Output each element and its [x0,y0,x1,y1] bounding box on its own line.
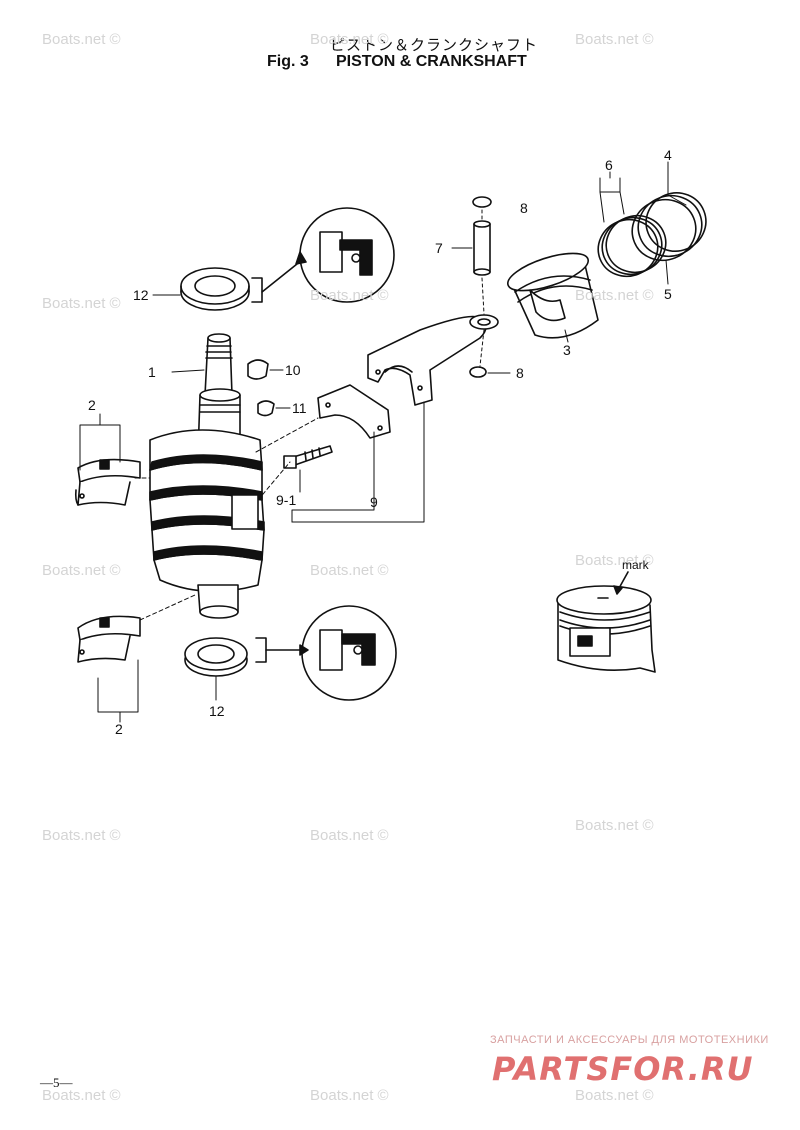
rod-cap[interactable] [317,384,391,439]
callout-8-bottom: 8 [516,365,524,381]
mark-label: mark [622,558,649,572]
connecting-rod[interactable] [367,314,499,406]
watermark: Boats.net © [310,562,389,579]
watermark: Boats.net © [42,827,121,844]
callout-8-top: 8 [520,200,528,216]
piston-pin-clip-bottom[interactable] [469,366,487,378]
callout-2-top: 2 [88,397,96,413]
callout-9-1: 9-1 [276,492,296,508]
main-bearing-lower[interactable] [77,615,141,663]
figure-number: Fig. 3 [267,53,309,70]
watermark: Boats.net © [575,1087,654,1104]
watermark: Boats.net © [575,552,654,569]
callout-9: 9 [370,494,378,510]
piston-mark-reference [556,571,656,673]
seal-detail-upper [251,207,395,303]
callout-7: 7 [435,240,443,256]
callout-4: 4 [664,147,672,163]
callout-3: 3 [563,342,571,358]
watermark: Boats.net © [42,1087,121,1104]
piston[interactable] [504,246,599,339]
rod-bolt[interactable] [283,445,333,469]
woodruff-key[interactable] [247,359,269,380]
callout-2-bottom: 2 [115,721,123,737]
crankshaft[interactable] [149,333,265,619]
footer-logo[interactable]: PARTSFOR.RU [492,1050,754,1088]
piston-rings[interactable] [590,184,715,285]
callout-11: 11 [292,400,307,416]
callout-1: 1 [148,364,156,380]
piston-pin[interactable] [473,220,491,276]
title-japanese: ピストン＆クランクシャフト [330,36,539,54]
callout-5: 5 [664,286,672,302]
main-bearing-upper[interactable] [74,458,141,506]
footer-tagline: ЗАПЧАСТИ И АКСЕССУАРЫ ДЛЯ МОТОТЕХНИКИ [490,1034,769,1046]
piston-pin-clip-top[interactable] [472,196,492,208]
watermark: Boats.net © [42,31,121,48]
callout-12-bottom: 12 [209,703,225,719]
callout-10: 10 [285,362,301,378]
watermark: Boats.net © [310,31,389,48]
key-small[interactable] [257,400,275,417]
figure-title: PISTON & CRANKSHAFT [336,53,527,70]
seal-detail-lower [255,605,397,701]
watermark: Boats.net © [310,827,389,844]
watermark: Boats.net © [575,817,654,834]
watermark: Boats.net © [575,287,654,304]
page-number: —5— [40,1075,73,1090]
callout-6: 6 [605,157,613,173]
watermark: Boats.net © [42,295,121,312]
watermark: Boats.net © [42,562,121,579]
oil-seal-lower[interactable] [184,637,248,677]
watermarks: Boats.net © Boats.net © Boats.net © Boat… [42,31,654,1104]
watermark: Boats.net © [310,1087,389,1104]
watermark: Boats.net © [575,31,654,48]
oil-seal-upper[interactable] [180,267,250,311]
callout-12-top: 12 [133,287,149,303]
leader-lines [79,161,687,723]
watermark: Boats.net © [310,287,389,304]
